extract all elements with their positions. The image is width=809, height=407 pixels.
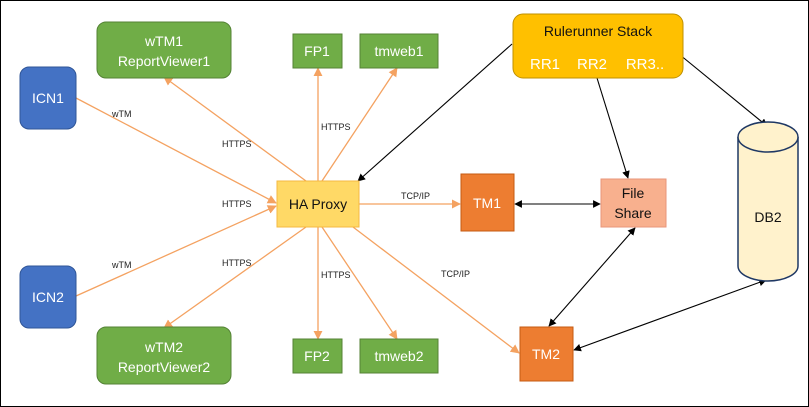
node-db2-label: DB2 (754, 209, 781, 225)
node-fp2: FP2 (292, 338, 343, 374)
node-tmweb2: tmweb2 (359, 338, 439, 374)
rr2-label: RR2 (577, 56, 607, 73)
node-wtm1-reportviewer1: wTM1 ReportViewer1 (96, 21, 232, 79)
edge-label-https-icn1: HTTPS (222, 199, 252, 209)
edge-label-icn1-wtm: wTM (111, 109, 132, 119)
node-db2: DB2 (737, 121, 799, 282)
node-fileshare-label-2: Share (614, 205, 652, 221)
edge-label-tcpip-tm1: TCP/IP (401, 191, 430, 201)
node-reportviewer1-label: ReportViewer1 (118, 53, 211, 69)
node-fileshare-label-1: File (622, 185, 645, 201)
edge-haproxy-tm2 (352, 226, 520, 354)
node-fileshare: File Share (600, 178, 667, 228)
node-wtm1-label: wTM1 (144, 33, 183, 49)
edge-rulerunner-db2 (673, 49, 768, 127)
edge-label-https-wtm1: HTTPS (222, 139, 252, 149)
edge-label-https-wtm2: HTTPS (222, 258, 252, 268)
node-haproxy-label: HA Proxy (289, 196, 347, 212)
node-tm2: TM2 (519, 326, 574, 382)
node-icn1-label: ICN1 (32, 90, 64, 106)
node-icn2: ICN2 (19, 265, 77, 329)
node-icn2-label: ICN2 (32, 289, 64, 305)
edge-icn1-haproxy (75, 97, 277, 204)
node-tmweb1: tmweb1 (359, 33, 439, 69)
node-wtm2-reportviewer2: wTM2 ReportViewer2 (96, 326, 232, 385)
edge-haproxy-wtm2 (163, 226, 307, 329)
node-tmweb2-label: tmweb2 (374, 348, 423, 364)
node-tm1-label: TM1 (473, 195, 501, 211)
edge-haproxy-tmweb2 (321, 226, 398, 340)
edge-haproxy-tmweb1 (321, 67, 398, 182)
rr3-label: RR3.. (626, 56, 664, 73)
rulerunner-title: Rulerunner Stack (544, 23, 653, 39)
node-wtm2-label: wTM2 (144, 339, 183, 355)
node-fp2-label: FP2 (304, 348, 330, 364)
node-rulerunner-stack: Rulerunner Stack RR1 RR2 RR3.. (512, 13, 684, 79)
node-fp1-label: FP1 (304, 43, 330, 59)
edge-icn2-haproxy (75, 205, 277, 297)
edge-label-https-fp2: HTTPS (321, 270, 351, 280)
node-icn1: ICN1 (19, 66, 77, 130)
edge-label-https-tmweb1: HTTPS (321, 122, 351, 132)
edge-fileshare-tm2 (548, 227, 636, 327)
node-haproxy: HA Proxy (276, 180, 360, 228)
node-tm2-label: TM2 (532, 346, 560, 362)
edge-label-icn2-wtm: wTM (111, 260, 132, 270)
edge-rulerunner-haproxy (357, 43, 513, 182)
rr1-label: RR1 (530, 56, 560, 73)
node-tmweb1-label: tmweb1 (374, 43, 423, 59)
edge-haproxy-wtm1 (163, 76, 307, 182)
edge-label-tcpip-tm2: TCP/IP (441, 269, 470, 279)
edge-tm2-db2 (573, 278, 767, 352)
node-reportviewer2-label: ReportViewer2 (118, 359, 211, 375)
node-fp1: FP1 (292, 33, 343, 69)
node-tm1: TM1 (460, 173, 515, 232)
edge-rulerunner-fileshare (596, 77, 630, 179)
